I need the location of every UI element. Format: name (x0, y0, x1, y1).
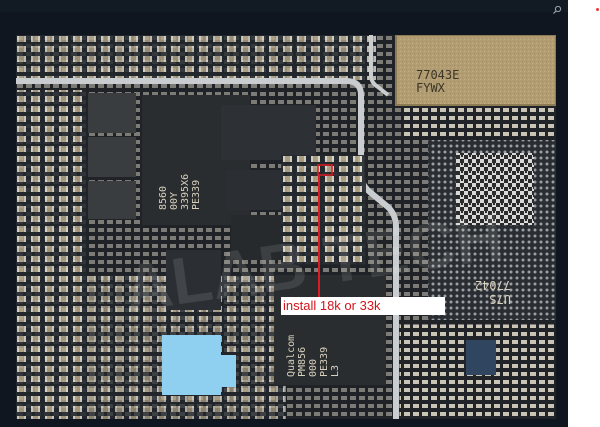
top-right-chip-line2: FYWX (416, 81, 446, 95)
bottom-pmic-line4: PE339 (319, 347, 330, 377)
callout-marker (317, 164, 333, 176)
right-chip-line2: 77042 (475, 278, 511, 292)
magnifier-icon[interactable] (552, 0, 562, 14)
notification-dot (596, 8, 599, 11)
bottom-pmic-line1: Qualcom (286, 335, 297, 377)
left-pmic-line2: 00Y (169, 192, 180, 210)
bottom-pmic-line3: 000 (308, 359, 319, 377)
circuit-board-photo: 8560 00Y 3395X6 PE339 Qualcom PM856 000 … (16, 35, 556, 419)
viewer-toolbar (0, 0, 568, 14)
left-pmic-line1: 8560 (158, 186, 169, 210)
left-pmic-line3: 3395X6 (180, 174, 191, 210)
bottom-pmic-line5: L3 (330, 365, 341, 377)
callout-label: install 18k or 33k (281, 297, 445, 315)
right-chip-line1: U7S (489, 292, 511, 306)
bottom-pmic-line2: PM856 (297, 347, 308, 377)
top-right-chip-line1: 77043E (416, 68, 459, 82)
left-pmic-line4: PE339 (191, 180, 202, 210)
image-viewer: 8560 00Y 3395X6 PE339 Qualcom PM856 000 … (0, 0, 568, 427)
side-panel (568, 0, 600, 427)
